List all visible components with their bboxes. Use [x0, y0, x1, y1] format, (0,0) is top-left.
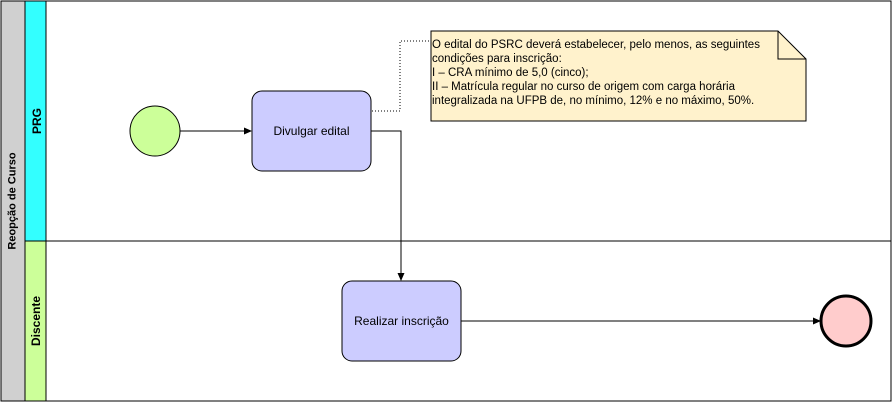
- lane-label-prg-text: PRG: [29, 107, 44, 134]
- note-line: integralizada na UFPB de, no mínimo, 12%…: [432, 95, 755, 107]
- note-line: I – CRA mínimo de 5,0 (cinco);: [432, 67, 589, 79]
- task-realizar-inscricao-label: Realizar inscrição: [354, 314, 449, 328]
- note-line: condições para inscrição:: [432, 53, 562, 65]
- pool-label-text: Reopção de Curso: [7, 152, 19, 250]
- lane-label-discente-text: Discente: [29, 295, 44, 347]
- task-divulgar-edital[interactable]: Divulgar edital: [252, 91, 371, 171]
- lane-label-prg: PRG: [27, 1, 46, 240]
- end-event[interactable]: [819, 294, 873, 348]
- task-divulgar-edital-label: Divulgar edital: [273, 124, 350, 138]
- start-event[interactable]: [129, 105, 181, 157]
- note-fold: [777, 31, 806, 60]
- note-line: O edital do PSRC deverá estabelecer, pel…: [432, 39, 760, 51]
- lane-label-discente: Discente: [27, 242, 46, 400]
- note-association: [372, 40, 431, 112]
- note-line: II – Matrícula regular no curso de orige…: [432, 81, 735, 93]
- annotation-note: [430, 30, 807, 122]
- flow-divulgar-to-realizar: [371, 130, 405, 281]
- task-realizar-inscricao[interactable]: Realizar inscrição: [342, 281, 461, 361]
- pool-label: Reopção de Curso: [1, 1, 25, 401]
- pool-header: [0, 0, 26, 402]
- annotation-note-text: O edital do PSRC deverá estabelecer, pel…: [432, 38, 804, 120]
